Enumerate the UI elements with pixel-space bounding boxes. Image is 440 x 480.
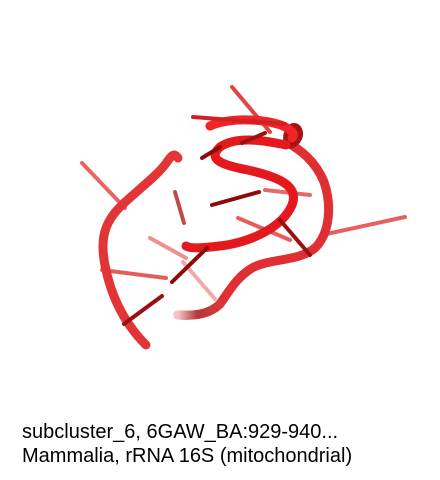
caption-line-2: Mammalia, rRNA 16S (mitochondrial) [22, 445, 353, 467]
rna-cartoon-image [80, 85, 407, 350]
nucleotide-base-sticks-front [122, 115, 312, 326]
rna-backbone-tube [98, 115, 334, 350]
structure-caption: subcluster_6, 6GAW_BA:929-940... Mammali… [22, 420, 432, 468]
caption-line-1: subcluster_6, 6GAW_BA:929-940... [22, 421, 339, 443]
